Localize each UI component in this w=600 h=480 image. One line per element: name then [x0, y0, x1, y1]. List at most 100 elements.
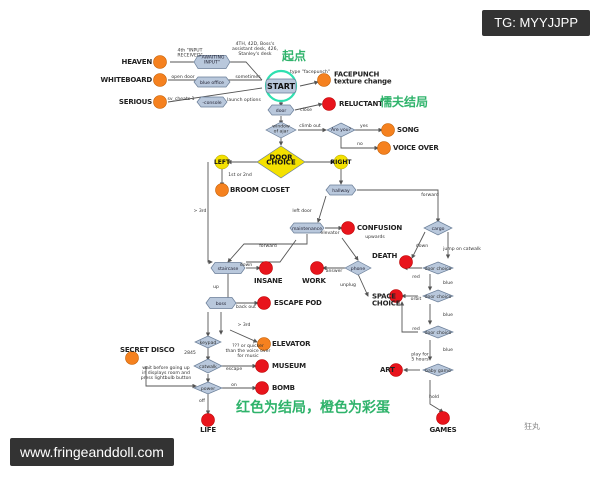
- right-label: RIGHT: [331, 159, 353, 166]
- node-door-choice-b: [422, 289, 454, 303]
- label-sv-cheats: sv_cheats 1: [167, 96, 194, 102]
- ending-song-dot: [381, 123, 395, 137]
- start-node: [265, 78, 297, 94]
- ending-bomb-dot: [255, 381, 269, 395]
- label-hold: hold: [429, 394, 439, 400]
- ending-serious-label: SERIOUS: [119, 98, 152, 106]
- site-url-footer: www.fringeanddoll.com: [10, 438, 174, 466]
- node-catwalk: [193, 358, 223, 374]
- label-red: red: [412, 274, 420, 280]
- label-off: off: [199, 398, 206, 404]
- label-blue: blue: [443, 280, 453, 286]
- annotation-start-point: 起点: [281, 48, 306, 63]
- label-boss: boss: [216, 301, 227, 307]
- label-down2: down: [240, 262, 252, 268]
- ending-voiceover-label: VOICE OVER: [393, 144, 439, 152]
- label-up: up: [213, 285, 219, 290]
- ending-broom-closet-label: BROOM CLOSET: [230, 186, 290, 194]
- ending-elevator-label: ELEVATOR: [272, 340, 311, 348]
- edge-reluctant: [294, 102, 323, 111]
- annotation-legend: 红色为结局，橙色为彩蛋: [236, 399, 390, 416]
- ending-elevator-dot: [257, 337, 271, 351]
- label-no: no: [357, 142, 363, 147]
- node-staircase: [210, 262, 246, 274]
- edge-forward-up: [246, 239, 297, 263]
- ending-secret-disco-dot: [125, 351, 139, 365]
- node-boss: [205, 297, 237, 309]
- edge-leftdoor: [316, 195, 327, 223]
- ending-insane-dot: [259, 261, 273, 275]
- node-blue-office: [193, 76, 231, 88]
- node-awaiting-input: [193, 55, 231, 69]
- ending-confusion-dot: [341, 221, 355, 235]
- ending-life-dot: [201, 413, 215, 427]
- label-answer: answer: [326, 268, 343, 274]
- label-hallway: hallway: [332, 188, 350, 194]
- node-door-choice-c: [422, 325, 454, 339]
- ending-bomb-label: BOMB: [272, 384, 295, 392]
- ending-work-dot: [310, 261, 324, 275]
- edge-games: [429, 380, 444, 413]
- annotation-coward-ending: 懦夫结局: [380, 94, 428, 109]
- edge-up: [219, 274, 229, 303]
- ending-serious-dot: [153, 95, 167, 109]
- ending-confusion-label: CONFUSION: [357, 224, 402, 232]
- ending-heaven-label: HEAVEN: [122, 58, 153, 66]
- edge-unplug: [357, 273, 369, 297]
- label-jump-catwalk: jump on catwalk: [442, 246, 481, 252]
- label-are-you: Are you?: [331, 127, 352, 133]
- ending-life-label: LIFE: [200, 426, 216, 434]
- label-open-door: open door: [171, 74, 194, 80]
- node-door-choice: [256, 145, 306, 179]
- ending-museum-dot: [255, 359, 269, 373]
- label-forward: forward: [421, 192, 439, 198]
- edge-forward: [357, 189, 441, 223]
- node-cargo: [423, 220, 453, 236]
- ending-secret-disco-label: SECRET DISCO: [120, 346, 175, 354]
- ending-heaven-dot: [153, 55, 167, 69]
- ending-reluctant-dot: [322, 97, 336, 111]
- watermark-badge: TG: MYYJJPP: [482, 10, 590, 36]
- ending-voiceover-dot: [377, 141, 391, 155]
- node-window-ajar: [265, 121, 297, 139]
- edge-voiceover: [340, 136, 379, 151]
- ending-whiteboard-dot: [153, 73, 167, 87]
- label-sometimes: sometimes: [235, 74, 261, 80]
- node-door-choice-a: [422, 261, 454, 275]
- node-keypad: [194, 335, 222, 349]
- edge-secretdisco: [145, 366, 197, 389]
- label-2845: 2845: [184, 350, 196, 356]
- ending-insane-label: INSANE: [254, 277, 283, 285]
- label-close: close: [300, 107, 312, 113]
- corner-watermark: 狂丸: [524, 422, 540, 431]
- label-staircase: staircase: [218, 266, 239, 272]
- start-label: START: [267, 82, 296, 91]
- node-right: [333, 154, 349, 170]
- label-blue3: blue: [443, 347, 453, 353]
- label-maintenance: maintenance: [292, 226, 322, 232]
- label-climb-out: climb out: [299, 123, 321, 129]
- label-baby-game: baby game: [425, 368, 451, 374]
- label-gt-3rd: > 3rd: [194, 208, 207, 214]
- label-door-choice-a: door choice: [425, 266, 452, 272]
- edge-elevator: [229, 329, 258, 343]
- edge-upwards: [341, 237, 359, 261]
- label-keypad: keypad: [200, 340, 217, 346]
- ending-reluctant-label: RELUCTANT: [339, 100, 383, 108]
- node-console: [196, 96, 228, 108]
- ending-broom-closet-dot: [215, 183, 229, 197]
- node-door: [267, 104, 295, 116]
- edge-down: [411, 231, 426, 259]
- edge-facepunch: [299, 80, 319, 87]
